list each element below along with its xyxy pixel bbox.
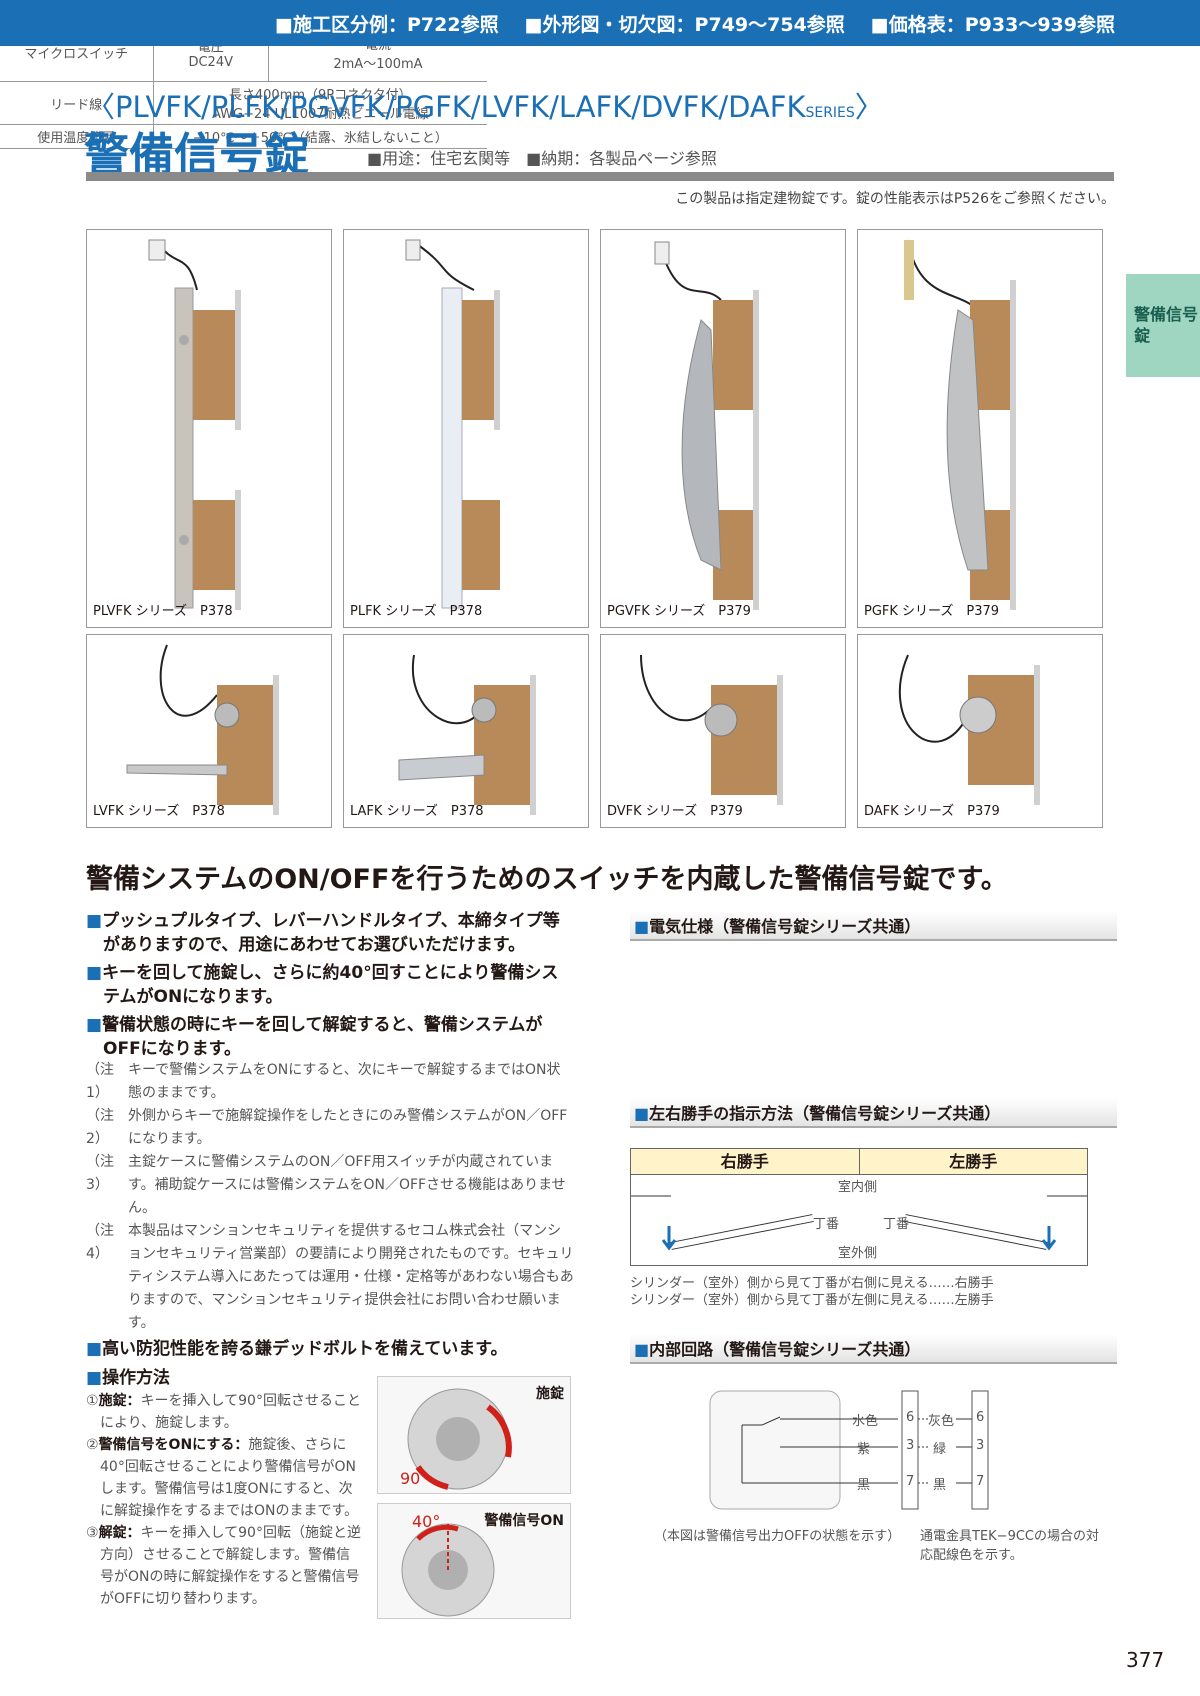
circuit-note-wiring: 通電金具TEK−9CCの場合の対応配線色を示す。 xyxy=(920,1529,1099,1563)
wire-color-right: 灰色 xyxy=(928,1414,955,1429)
headline: 警備システムのON/OFFを行うためのスイッチを内蔵した警備信号錠です。 xyxy=(86,864,1008,895)
product-caption: PGVFK シリーズ P379 xyxy=(607,604,751,619)
pin-number-right: 7 xyxy=(976,1474,985,1489)
hand-heading: ■左右勝手の指示方法（警備信号錠シリーズ共通） xyxy=(630,1098,1117,1128)
spec-cell: 長さ400mm（9Pコネクタ付）AWG−24 UL1007耐熱ビニール電線 xyxy=(152,81,487,125)
operation-heading: ■操作方法 xyxy=(86,1368,171,1388)
product-caption: PLVFK シリーズ P378 xyxy=(93,604,233,619)
designated-lock-note: この製品は指定建物錠です。錠の性能表示はP526をご参照ください。 xyxy=(675,191,1115,207)
note-item: （注2）外側からキーで施解錠操作をしたときにのみ警備システムがON／OFFになり… xyxy=(86,1108,568,1147)
dvfk-lock-illustration xyxy=(640,654,783,805)
key-turn-40-illustration xyxy=(401,1523,495,1617)
pgfk-lock-illustration xyxy=(904,239,1016,610)
ref-price: ■価格表：P933〜939参照 xyxy=(870,13,1115,36)
circuit-wiring xyxy=(709,1390,989,1510)
product-caption: DAFK シリーズ P379 xyxy=(864,804,1000,819)
circuit-heading: ■内部回路（警備信号錠シリーズ共通） xyxy=(630,1334,1117,1364)
pin-number-left: 7 xyxy=(906,1474,915,1489)
product-caption: DVFK シリーズ P379 xyxy=(607,804,743,819)
right-hand-label: 右勝手 xyxy=(631,1149,860,1174)
product-caption: LVFK シリーズ P378 xyxy=(93,804,225,819)
security-on-label: 警備信号ON xyxy=(484,1513,564,1529)
product-photo-plvfk: PLVFK シリーズ P378 xyxy=(86,229,332,628)
operation-steps: ①施錠：キーを挿入して90°回転させることにより、施錠します。 ②警備信号をON… xyxy=(86,1390,364,1610)
indoor-label: 室内側 xyxy=(838,1180,878,1195)
product-photo-pgfk: PGFK シリーズ P379 xyxy=(857,229,1103,628)
key-turn-90-illustration xyxy=(407,1388,512,1490)
lock-label: 施錠 xyxy=(536,1386,564,1402)
product-photo-plfk: PLFK シリーズ P378 xyxy=(343,229,589,628)
operation-image-lock: 施錠 90° xyxy=(377,1376,571,1494)
spec-cell: −10℃〜＋50℃（結露、氷結しないこと） xyxy=(152,124,487,149)
feature-bullet: ■警備状態の時にキーを回して解錠すると、警備システムがOFFになります。 xyxy=(86,1015,543,1059)
feature-bullet: ■キーを回して施錠し、さらに約40°回すことにより警備システムがONになります。 xyxy=(86,963,559,1007)
series-list: 〈PLVFK/PLFK/PGVFK/PGFK/LVFK/LAFK/DVFK/DA… xyxy=(86,90,884,124)
hand-desc-right: シリンダー（室外）側から見て丁番が右側に見える……右勝手 xyxy=(630,1276,994,1291)
notes-list: （注1）キーで警備システムをONにすると、次にキーで解錠するまではON状態のまま… xyxy=(86,1059,574,1335)
spec-cell: リード線 xyxy=(0,81,153,125)
pin-number-left: 6 xyxy=(906,1410,915,1425)
pin-number-left: 3 xyxy=(906,1438,915,1453)
circuit-diagram: 水色 紫 黒 6 3 7 灰色 緑 黒 6 3 7 （本図は警備信号出力OFFの… xyxy=(630,1383,1100,1563)
angle-40-label: 40° xyxy=(412,1512,441,1531)
lafk-lock-illustration xyxy=(398,654,536,815)
spec-heading: ■電気仕様（警備信号錠シリーズ共通） xyxy=(630,911,1117,941)
angle-90-label: 90° xyxy=(400,1469,429,1488)
operation-image-security-on: 警備信号ON 40° xyxy=(377,1503,571,1619)
feature-bullets: ■プッシュプルタイプ、レバーハンドルタイプ、本締タイプ等がありますので、用途にあ… xyxy=(86,909,574,1065)
pin-number-right: 6 xyxy=(976,1410,985,1425)
door-swing-diagram xyxy=(631,1195,1087,1251)
note-item: （注3）主錠ケースに警備システムのON／OFF用スイッチが内蔵されています。補助… xyxy=(86,1154,566,1216)
title-rule xyxy=(86,172,1114,181)
page-number: 377 xyxy=(1126,1648,1165,1672)
wire-color-left: 黒 xyxy=(857,1478,871,1493)
wire-color-right: 緑 xyxy=(933,1442,947,1457)
outdoor-label: 室外側 xyxy=(838,1246,878,1261)
product-caption: PLFK シリーズ P378 xyxy=(350,604,483,619)
hand-desc-left: シリンダー（室外）側から見て丁番が左側に見える……左勝手 xyxy=(630,1293,994,1308)
product-photo-pgvfk: PGVFK シリーズ P379 xyxy=(600,229,846,628)
plvfk-lock-illustration xyxy=(148,239,241,610)
product-photo-lafk: LAFK シリーズ P378 xyxy=(343,634,589,828)
ref-construction: ■施工区分例：P722参照 xyxy=(275,13,499,36)
wire-color-left: 水色 xyxy=(852,1414,879,1429)
circuit-note-state: （本図は警備信号出力OFFの状態を示す） xyxy=(654,1529,901,1544)
spec-cell: 使用温度範囲 xyxy=(0,124,153,149)
left-hand-label: 左勝手 xyxy=(949,1152,998,1171)
dafk-lock-illustration xyxy=(898,654,1040,805)
product-photo-dafk: DAFK シリーズ P379 xyxy=(857,634,1103,828)
deadbolt-bullet: ■高い防犯性能を誇る鎌デッドボルトを備えています。 xyxy=(86,1339,508,1359)
ref-drawings: ■外形図・切欠図：P749〜754参照 xyxy=(524,13,845,36)
product-photo-dvfk: DVFK シリーズ P379 xyxy=(600,634,846,828)
operation-step: ①施錠：キーを挿入して90°回転させることにより、施錠します。 xyxy=(86,1393,361,1431)
operation-step: ②警備信号をONにする：施錠後、さらに40°回転させることにより警備信号がONし… xyxy=(86,1437,359,1519)
side-index-tab[interactable]: 警備信号錠 xyxy=(1126,274,1200,377)
hinge-label-right: 丁番 xyxy=(813,1217,840,1232)
hinge-label-left: 丁番 xyxy=(883,1217,910,1232)
note-item: （注4）本製品はマンションセキュリティを提供するセコム株式会社（マンションセキュ… xyxy=(86,1223,574,1331)
plfk-lock-illustration xyxy=(405,239,500,609)
hand-diagram: 右勝手 左勝手 室内側 室外側 丁番 丁番 xyxy=(630,1148,1088,1266)
product-caption: PGFK シリーズ P379 xyxy=(864,604,1000,619)
wire-color-right: 黒 xyxy=(933,1478,947,1493)
usage-meta: ■用途：住宅玄関等 ■納期：各製品ページ参照 xyxy=(367,149,717,168)
product-caption: LAFK シリーズ P378 xyxy=(350,804,484,819)
wire-color-left: 紫 xyxy=(857,1442,871,1457)
operation-step: ③解錠：キーを挿入して90°回転（施錠と逆方向）させることで解錠します。警備信号… xyxy=(86,1525,361,1607)
feature-bullet: ■プッシュプルタイプ、レバーハンドルタイプ、本締タイプ等がありますので、用途にあ… xyxy=(86,911,560,955)
note-item: （注1）キーで警備システムをONにすると、次にキーで解錠するまではON状態のまま… xyxy=(86,1062,561,1101)
lvfk-lock-illustration xyxy=(126,644,279,815)
product-photo-lvfk: LVFK シリーズ P378 xyxy=(86,634,332,828)
reference-bar: ■施工区分例：P722参照 ■外形図・切欠図：P749〜754参照 ■価格表：P… xyxy=(0,0,1200,46)
pgvfk-lock-illustration xyxy=(654,241,759,610)
pin-number-right: 3 xyxy=(976,1438,985,1453)
